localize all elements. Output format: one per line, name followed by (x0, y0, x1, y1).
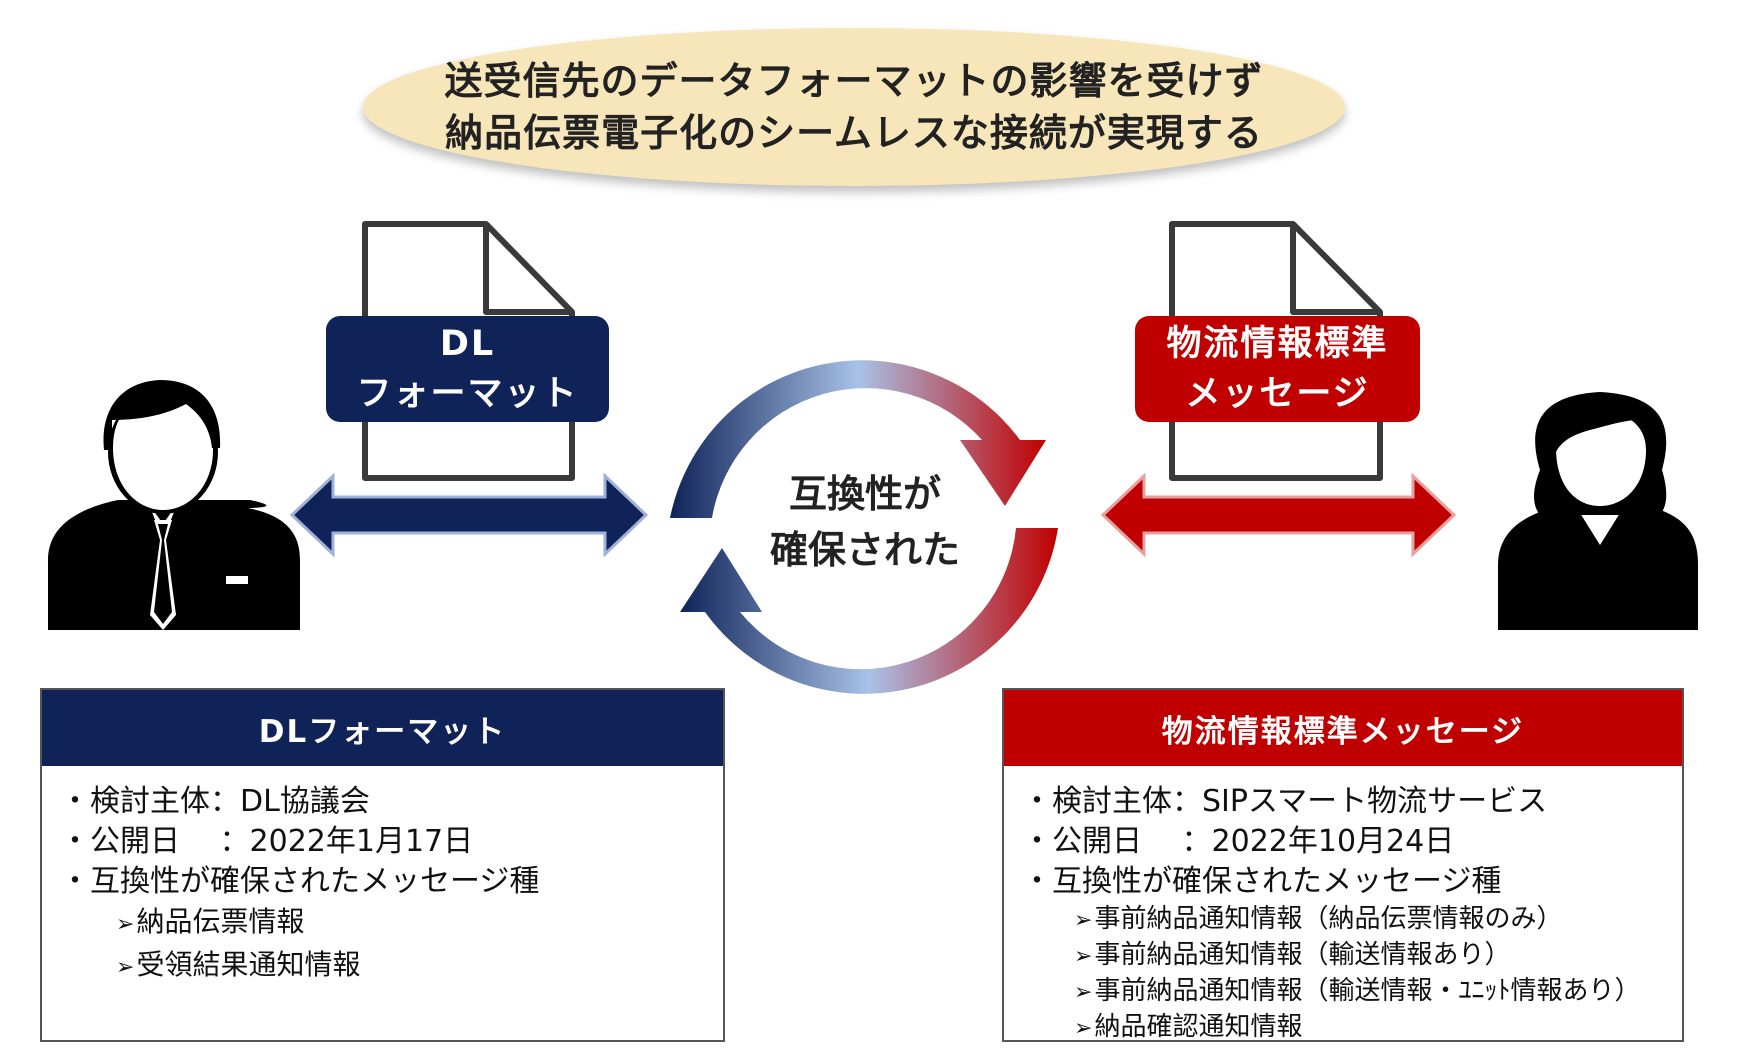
dl-format-label-line-1: DL (439, 324, 496, 364)
sub-list-item: ➢納品確認通知情報 (1022, 1010, 1682, 1046)
panel-body: ・検討主体：SIPスマート物流サービス ・公開日 ：2022年10月24日 ・互… (1004, 766, 1682, 1046)
list-item: ・検討主体：DL協議会 (60, 784, 370, 819)
sub-list-item-label: 事前納品通知情報（輸送情報あり） (1094, 940, 1511, 970)
list-item: ・互換性が確保されたメッセージ種 (1022, 864, 1502, 899)
panel-body: ・検討主体：DL協議会 ・公開日 ：2022年1月17日 ・互換性が確保されたメ… (42, 766, 723, 988)
sub-list-item: ➢事前納品通知情報（輸送情報・ﾕﾆｯﾄ情報あり） (1022, 974, 1682, 1010)
sub-list-item: ➢事前納品通知情報（納品伝票情報のみ） (1022, 902, 1682, 938)
headline-banner: 送受信先のデータフォーマットの影響を受けず 納品伝票電子化のシームレスな接続が実… (363, 28, 1345, 186)
headline-line-1: 送受信先のデータフォーマットの影響を受けず (444, 59, 1264, 103)
logistics-message-label: 物流情報標準 メッセージ (1135, 316, 1420, 422)
list-item: ・互換性が確保されたメッセージ種 (60, 864, 540, 899)
arrowhead-bullet-icon: ➢ (116, 912, 135, 937)
dl-format-label-line-2: フォーマット (356, 374, 579, 414)
businesswoman-icon (1498, 392, 1698, 630)
panel-title: DLフォーマット (42, 690, 723, 766)
sub-list-item-label: 受領結果通知情報 (136, 948, 361, 981)
logistics-message-panel: 物流情報標準メッセージ ・検討主体：SIPスマート物流サービス ・公開日 ：20… (1002, 688, 1684, 1042)
sub-list-item-label: 納品確認通知情報 (1094, 1012, 1303, 1042)
compatibility-caption-line-1: 互換性が (788, 472, 941, 516)
list-item: ・公開日 ：2022年10月24日 (1022, 824, 1455, 859)
list-item: ・検討主体：SIPスマート物流サービス (1022, 784, 1548, 819)
sub-list-item-label: 事前納品通知情報（輸送情報・ﾕﾆｯﾄ情報あり） (1094, 976, 1641, 1006)
sub-list-item: ➢受領結果通知情報 (60, 945, 723, 988)
double-arrow-icon (1100, 472, 1457, 558)
arrowhead-bullet-icon: ➢ (1074, 980, 1093, 1005)
arrowhead-bullet-icon: ➢ (1074, 908, 1093, 933)
arrowhead-bullet-icon: ➢ (1074, 944, 1093, 969)
businessman-icon (48, 380, 300, 630)
dl-format-label: DL フォーマット (326, 316, 609, 422)
panel-title: 物流情報標準メッセージ (1004, 690, 1682, 766)
headline-line-2: 納品伝票電子化のシームレスな接続が実現する (445, 111, 1263, 155)
dl-format-panel: DLフォーマット ・検討主体：DL協議会 ・公開日 ：2022年1月17日 ・互… (40, 688, 725, 1042)
cycle-arrows-icon (670, 360, 1058, 694)
arrowhead-bullet-icon: ➢ (116, 955, 135, 980)
sub-list-item: ➢納品伝票情報 (60, 902, 723, 945)
arrowhead-bullet-icon: ➢ (1074, 1016, 1093, 1041)
sub-list-item-label: 納品伝票情報 (136, 905, 305, 938)
compatibility-caption: 互換性が 確保された (740, 466, 990, 578)
logistics-message-label-line-1: 物流情報標準 (1166, 324, 1389, 364)
sub-list-item-label: 事前納品通知情報（納品伝票情報のみ） (1094, 904, 1563, 934)
double-arrow-icon (289, 472, 649, 558)
sub-list-item: ➢事前納品通知情報（輸送情報あり） (1022, 938, 1682, 974)
compatibility-caption-line-2: 確保された (769, 528, 960, 572)
list-item: ・公開日 ：2022年1月17日 (60, 824, 474, 859)
logistics-message-label-line-2: メッセージ (1185, 374, 1370, 414)
